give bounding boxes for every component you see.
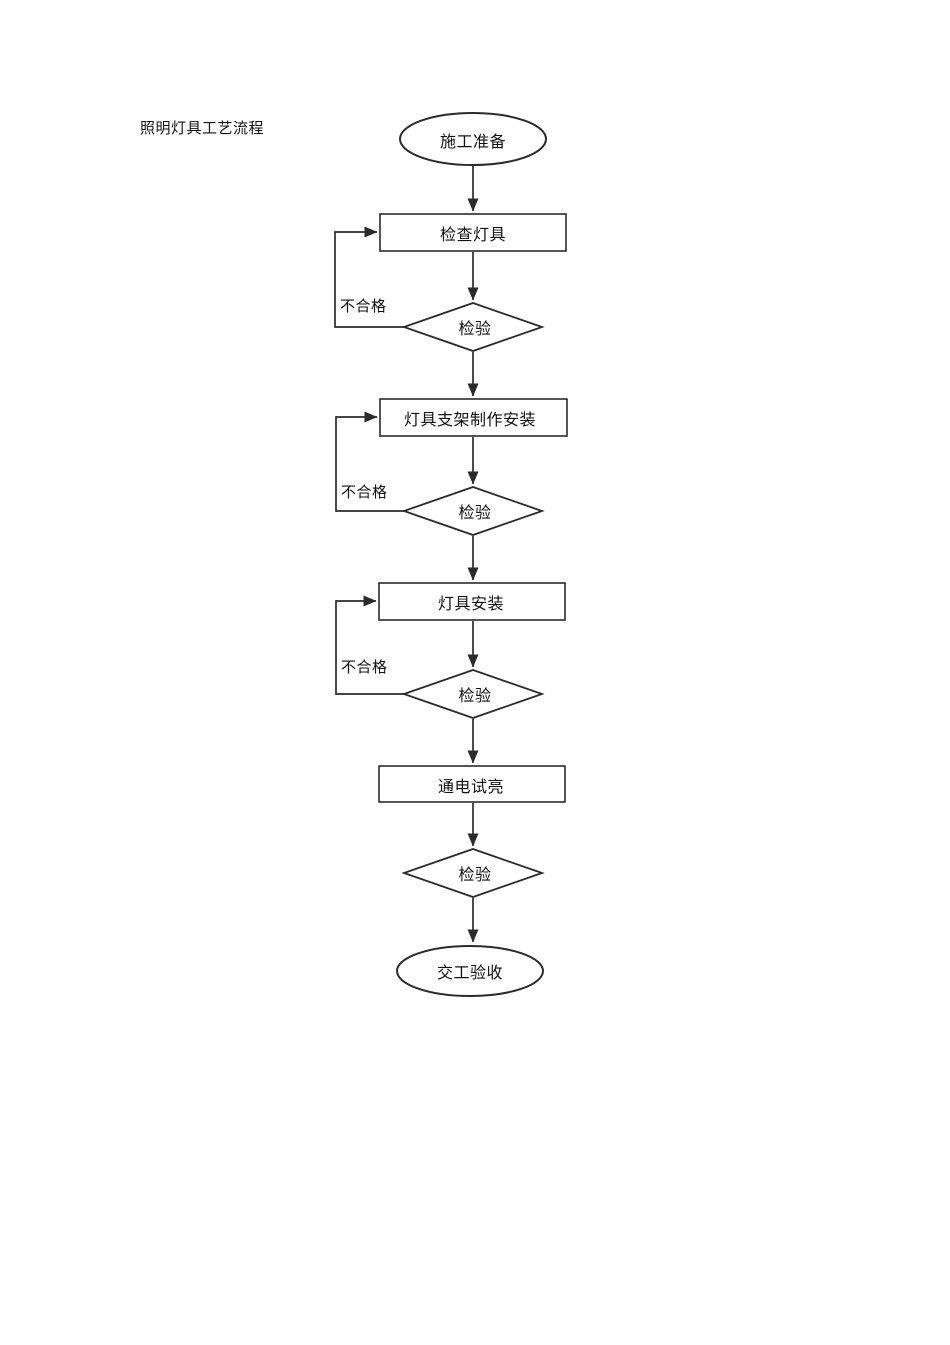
decision-shape-inspection-1 <box>401 302 545 352</box>
reject-label-inspection-2: 不合格 <box>341 485 388 501</box>
decision-shape-inspection-4 <box>401 848 545 898</box>
process-shape-check-fixtures <box>379 213 567 252</box>
node-label-check-fixtures: 检查灯具 <box>439 227 507 244</box>
node-label-power-on-test: 通电试亮 <box>437 779 505 796</box>
reject-loop-arrow-inspection2 <box>335 411 404 512</box>
node-label-inspection-1: 检验 <box>458 321 492 338</box>
process-shape-fixture-installation <box>378 582 566 621</box>
reject-label-inspection-3: 不合格 <box>341 660 388 676</box>
process-shape-bracket-fabrication <box>379 398 568 437</box>
node-label-handover-acceptance: 交工验收 <box>436 965 504 982</box>
decision-shape-inspection-3 <box>401 669 545 719</box>
reject-loop-arrow-inspection1 <box>334 226 404 328</box>
node-label-fixture-installation: 灯具安装 <box>437 596 505 613</box>
node-label-bracket-fabrication: 灯具支架制作安装 <box>403 412 537 429</box>
end-terminator-shape <box>396 945 544 997</box>
node-label-inspection-2: 检验 <box>458 505 492 522</box>
node-label-inspection-3: 检验 <box>458 688 492 705</box>
start-terminator-shape <box>399 112 547 166</box>
node-label-inspection-4: 检验 <box>458 867 492 884</box>
reject-loop-arrow-inspection3 <box>335 595 404 695</box>
decision-shape-inspection-2 <box>401 486 545 536</box>
page-title: 照明灯具工艺流程 <box>140 121 265 137</box>
reject-label-inspection-1: 不合格 <box>340 299 387 315</box>
node-label-start: 施工准备 <box>439 134 507 151</box>
process-shape-power-on-test <box>378 765 566 803</box>
